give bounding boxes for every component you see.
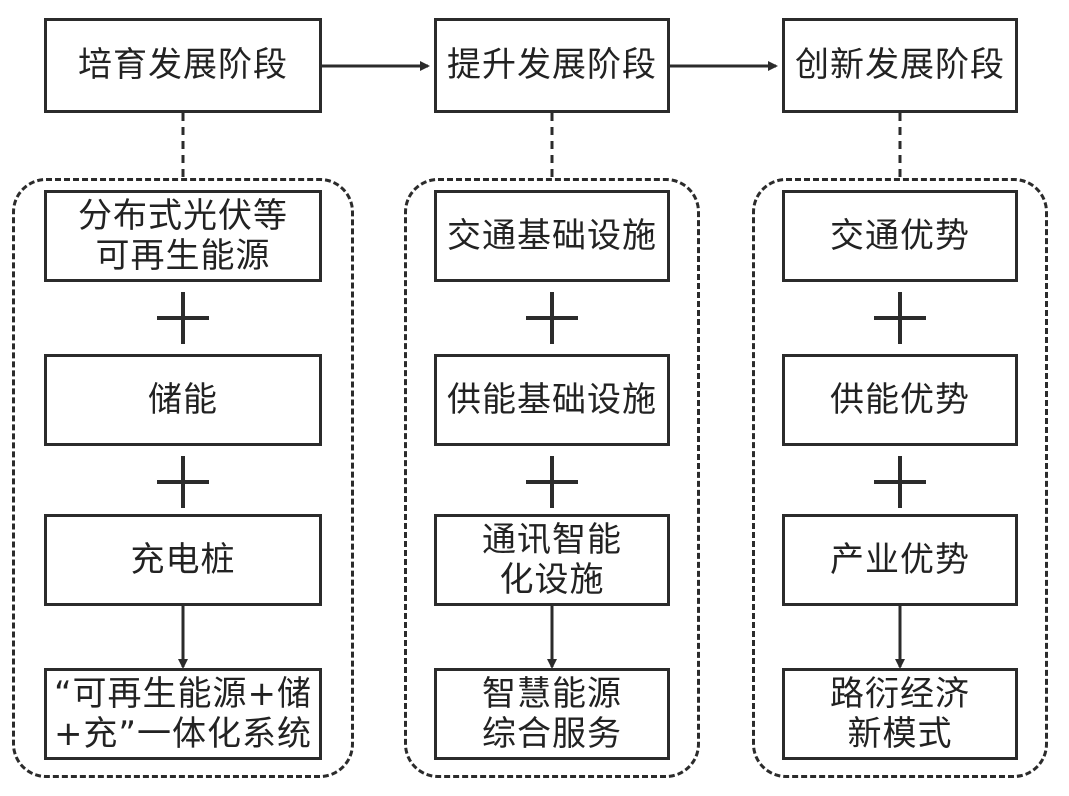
- plus-icon: [526, 292, 578, 344]
- plus-icon: [157, 292, 209, 344]
- stage-2-component-2: 供能基础设施: [434, 354, 670, 446]
- stage-1-group: [12, 178, 354, 778]
- stage-3-title: 创新发展阶段: [782, 18, 1018, 113]
- stage-1-result: “可再生能源+储 +充”一体化系统: [44, 668, 322, 760]
- stage-3-component-2: 供能优势: [782, 354, 1018, 446]
- stage-3-component-1: 交通优势: [782, 190, 1018, 282]
- stage-2-component-1: 交通基础设施: [434, 190, 670, 282]
- stage-2-group: [404, 178, 700, 778]
- plus-icon: [874, 292, 926, 344]
- stage-2-component-3: 通讯智能 化设施: [434, 514, 670, 606]
- stage-3-group: [752, 178, 1048, 778]
- stage-1-title: 培育发展阶段: [44, 18, 322, 113]
- plus-icon: [526, 456, 578, 508]
- stage-3-result: 路衍经济 新模式: [782, 668, 1018, 760]
- plus-icon: [874, 456, 926, 508]
- stage-1-component-2: 储能: [44, 354, 322, 446]
- stage-3-component-3: 产业优势: [782, 514, 1018, 606]
- stage-1-component-3: 充电桩: [44, 514, 322, 606]
- stage-2-title: 提升发展阶段: [434, 18, 670, 113]
- stage-1-component-1: 分布式光伏等 可再生能源: [44, 190, 322, 282]
- plus-icon: [157, 456, 209, 508]
- stage-2-result: 智慧能源 综合服务: [434, 668, 670, 760]
